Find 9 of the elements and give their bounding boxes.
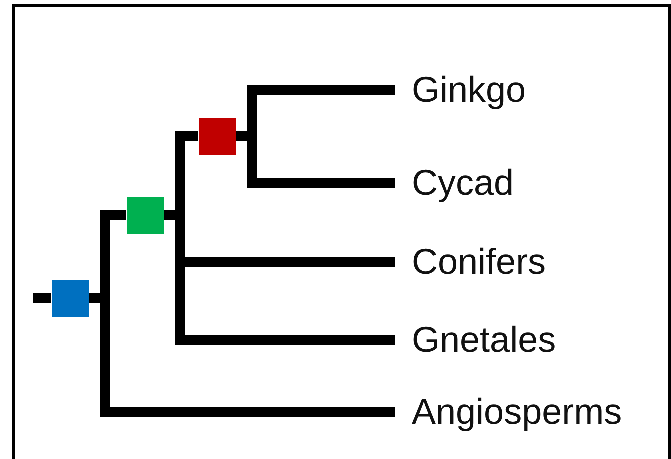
taxon-label: Angiosperms	[395, 390, 622, 434]
taxon-label: Cycad	[395, 161, 514, 205]
taxon-label: Conifers	[395, 240, 546, 284]
taxon-label: Ginkgo	[395, 68, 526, 112]
taxon-label: Gnetales	[395, 318, 556, 362]
node-marker	[198, 118, 236, 154]
node-marker	[126, 196, 164, 234]
tree-branch	[33, 293, 52, 303]
node-marker	[52, 280, 88, 316]
